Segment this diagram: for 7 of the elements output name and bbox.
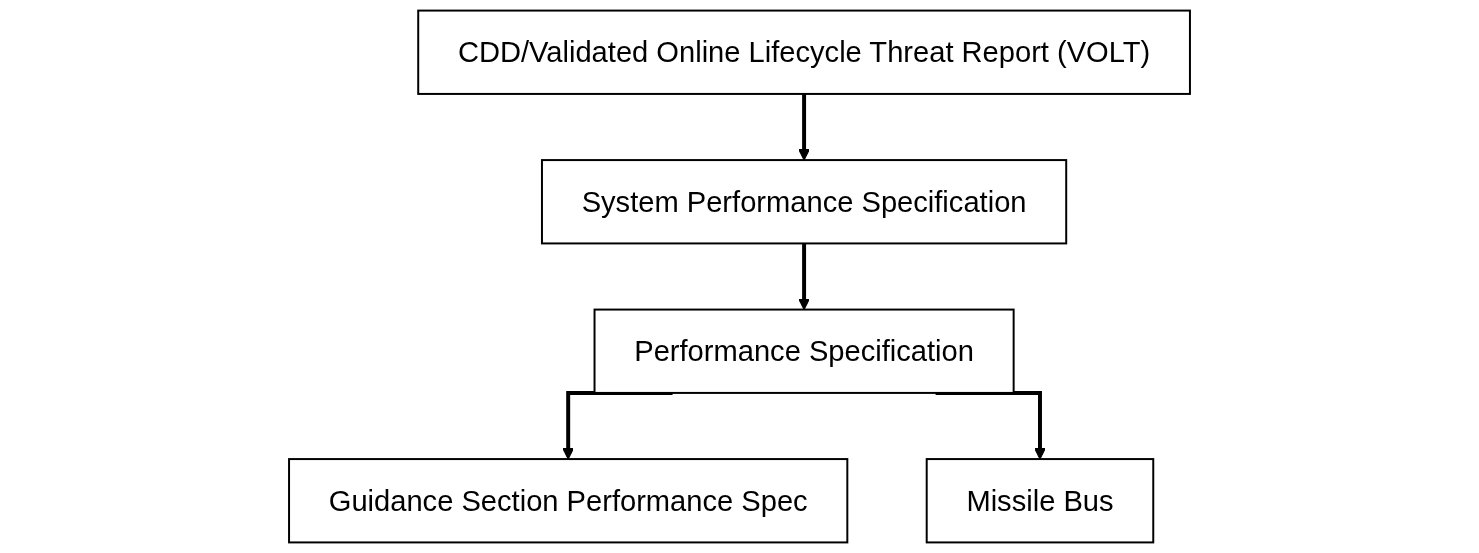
node-box: Performance Specification — [593, 308, 1015, 394]
arrow — [935, 390, 1046, 460]
node-box: CDD/Validated Online Lifecycle Threat Report (VOLT) — [417, 9, 1191, 95]
node-box: Guidance Section Performance Spec — [288, 458, 849, 544]
arrow — [562, 390, 673, 460]
node-box: Missile Bus — [925, 458, 1155, 544]
node-box: System Performance Specification — [540, 159, 1068, 245]
